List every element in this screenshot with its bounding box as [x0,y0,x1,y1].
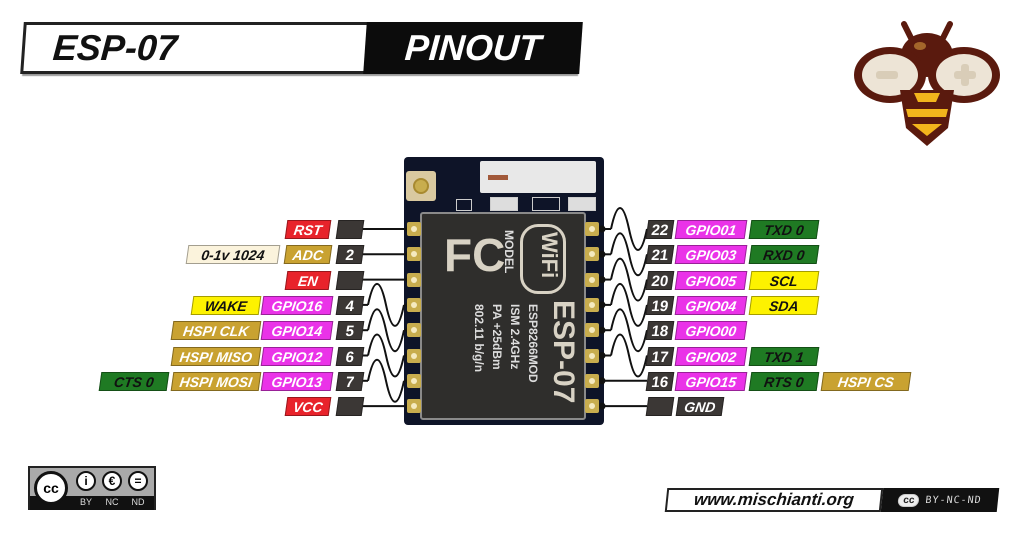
pad-right [585,297,599,312]
pad-left [407,247,421,262]
pin-name-gpio00: GPIO00 [674,321,748,341]
pwm-wave-icon [367,282,405,327]
pad-right [585,323,599,338]
rf-shield: FC WiFi MODEL ESP-07 ESP8266MOD ISM 2.4G… [420,212,586,420]
by-label: BY [79,497,92,507]
website-link[interactable]: www.mischianti.org [664,488,884,512]
pin-junction-dot [598,402,606,410]
pad-left [407,222,421,236]
pad-left [407,323,421,338]
pad-right [585,399,599,414]
pin-number: 18 [645,321,675,341]
fcc-logo: FC [444,229,506,281]
pin-name-gpio01: GPIO01 [674,220,748,239]
pwm-wave-icon [367,333,405,378]
pin-alt-hspi-cs: HSPI CS [820,371,912,391]
pin-number [645,397,675,417]
pin-name-gpio03: GPIO03 [674,245,748,265]
nc-label: NC [105,497,119,507]
pin-number [335,397,365,417]
wifi-logo-icon [520,224,566,294]
pin-number: 16 [645,371,675,391]
pwm-wave-icon [610,207,648,251]
antenna-connector-icon [406,171,436,201]
pad-right [585,373,599,388]
pin-name-gpio05: GPIO05 [674,270,748,290]
pin-junction-dot [598,352,606,359]
pad-left [407,348,421,363]
nd-icon: = [128,471,148,491]
pin-name-gpio14: GPIO14 [260,321,334,341]
pin-alt-txd-1: TXD 1 [748,346,820,366]
pin-name-gpio15: GPIO15 [674,371,748,391]
pin-name-rst: RST [284,220,332,239]
pin-number: 7 [335,371,365,391]
by-icon: i [76,471,96,491]
pin-number: 2 [335,245,365,265]
pwm-wave-icon [367,308,405,353]
pin-number: 19 [645,295,675,315]
pad-left [407,373,421,388]
pin-number [335,220,365,239]
pwm-wave-icon [610,308,648,353]
pin-alt-sda: SDA [748,295,820,315]
pin-name-gpio02: GPIO02 [674,346,748,366]
pin-junction-dot [598,326,606,334]
pin-number: 21 [645,245,675,265]
pad-right [585,272,599,287]
bee-logo-icon [854,21,1000,146]
pin-number: 6 [335,346,365,366]
pin-number: 17 [645,346,675,366]
pin-name-gpio12: GPIO12 [260,346,334,366]
pin-alt-txd-0: TXD 0 [748,220,820,239]
pin-number: 22 [645,220,675,239]
pin-alt-0-1v-1024: 0-1v 1024 [185,245,281,265]
pin-name-adc: ADC [283,245,333,265]
pad-right [585,247,599,262]
license-text: BY-NC-ND [924,494,983,506]
pin-alt-hspi-miso: HSPI MISO [170,346,262,366]
pad-left [407,297,421,312]
pin-alt-scl: SCL [748,270,820,290]
pin-junction-dot [598,276,606,284]
nc-icon: € [102,471,122,491]
pin-alt-hspi-mosi: HSPI MOSI [170,371,262,391]
pin-junction-dot [598,301,606,309]
pin-junction-dot [598,250,606,258]
pwm-wave-icon [367,358,405,403]
pin-alt-rxd-0: RXD 0 [748,245,820,265]
pin-alt-cts-0: CTS 0 [98,371,170,391]
cc-small-icon: cc [897,493,921,507]
pin-junction-dot [598,377,606,385]
cc-license-badge: cc i € = BY NC ND [28,466,156,510]
footer-license: cc BY-NC-ND [880,488,1000,512]
pin-alt-rts-0: RTS 0 [748,371,820,391]
pad-left [407,272,421,287]
pin-junction-dot [598,225,606,233]
pwm-wave-icon [610,232,648,277]
pin-number [335,270,365,290]
pin-alt-hspi-clk: HSPI CLK [170,321,262,341]
pad-right [585,222,599,236]
pin-name-gpio16: GPIO16 [260,295,334,315]
pin-alt-wake: WAKE [190,295,262,315]
pin-number: 20 [645,270,675,290]
pad-right [585,348,599,363]
pad-left [407,399,421,414]
pwm-wave-icon [610,333,648,378]
pin-name-gnd: GND [675,397,725,417]
pwm-wave-icon [610,257,648,302]
pin-number: 4 [335,295,365,315]
pin-name-gpio13: GPIO13 [260,371,334,391]
ceramic-antenna [480,161,596,193]
pin-name-gpio04: GPIO04 [674,295,748,315]
nd-label: ND [131,497,145,507]
pin-name-vcc: VCC [284,397,332,417]
pin-number: 5 [335,321,365,341]
pwm-wave-icon [610,282,648,327]
pin-name-en: EN [284,270,332,290]
cc-icon: cc [34,471,68,505]
